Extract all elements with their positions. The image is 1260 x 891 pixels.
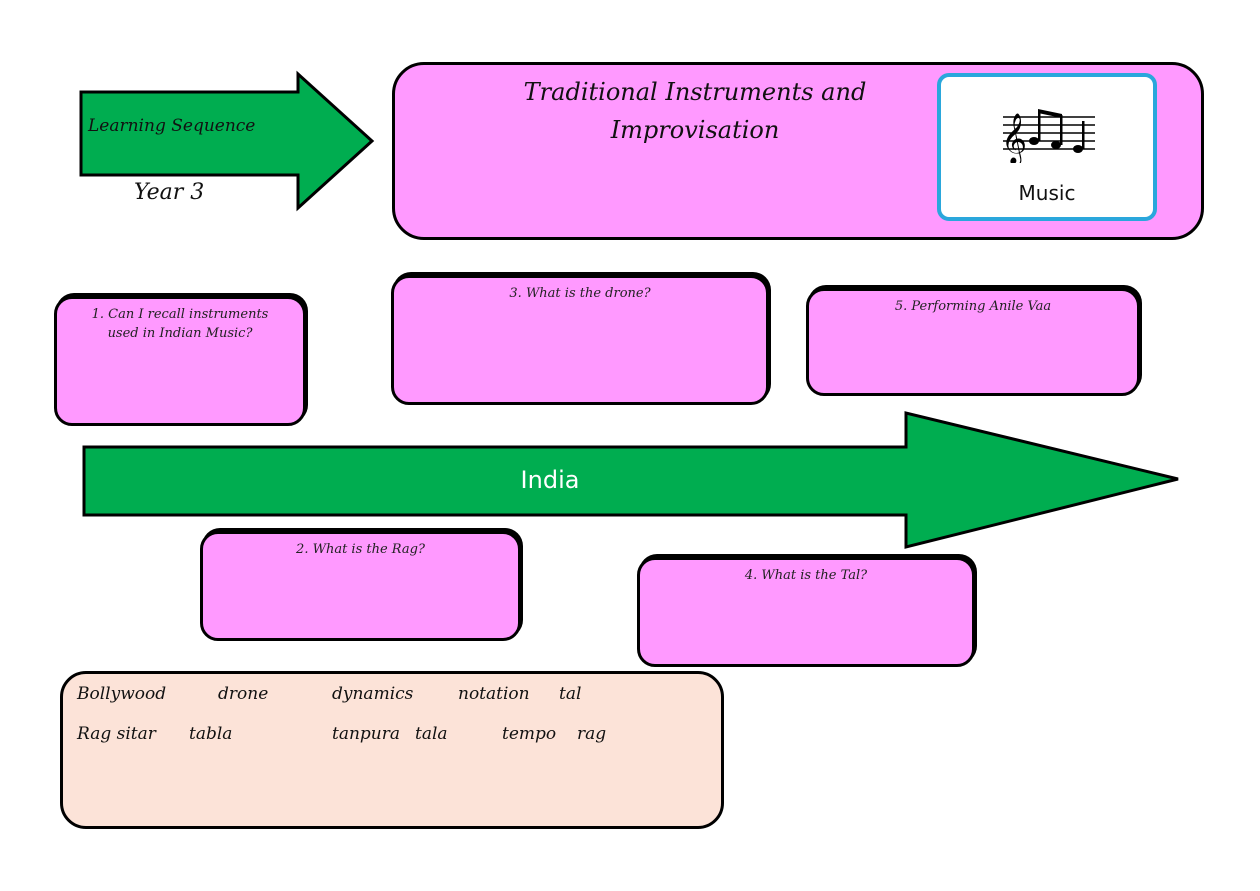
vocab-word: tal: [559, 684, 582, 704]
svg-text:𝄞: 𝄞: [1001, 113, 1027, 163]
lesson-1-line-2: used in Indian Music?: [107, 326, 253, 341]
subject-label: Music: [1018, 181, 1076, 205]
vocab-word: drone: [218, 684, 269, 704]
vocabulary-box: Bollywood drone dynamics notation tal Ra…: [60, 671, 724, 829]
india-timeline-arrow: [82, 411, 1179, 549]
vocab-word: notation: [458, 684, 530, 704]
vocab-word: tempo: [502, 724, 557, 744]
title-panel: Traditional Instruments and Improvisatio…: [392, 62, 1204, 240]
vocab-word: dynamics: [332, 684, 414, 704]
subject-card-music: 𝄞 Music: [937, 73, 1157, 221]
lesson-4-text: 4. What is the Tal?: [744, 568, 868, 583]
lesson-card-5[interactable]: 5. Performing Anile Vaa: [806, 288, 1140, 396]
page-title: Traditional Instruments and Improvisatio…: [395, 73, 995, 149]
vocab-word: tabla: [189, 724, 233, 744]
title-line-1: Traditional Instruments and: [523, 78, 867, 106]
vocab-word: Bollywood: [77, 684, 167, 704]
lesson-card-1[interactable]: 1. Can I recall instruments used in Indi…: [54, 296, 306, 426]
lesson-card-3[interactable]: 3. What is the drone?: [391, 275, 769, 405]
lesson-card-2[interactable]: 2. What is the Rag?: [200, 531, 521, 641]
vocab-word: tala: [415, 724, 448, 744]
vocab-word: Rag sitar: [77, 724, 156, 744]
lesson-1-line-1: 1. Can I recall instruments: [91, 307, 269, 322]
lesson-5-text: 5. Performing Anile Vaa: [894, 299, 1052, 314]
vocab-word: rag: [577, 724, 607, 744]
title-line-2: Improvisation: [610, 116, 780, 144]
lesson-card-4[interactable]: 4. What is the Tal?: [637, 557, 975, 667]
music-notes-icon: 𝄞: [1001, 109, 1095, 163]
year-label: Year 3: [134, 180, 205, 205]
lesson-3-text: 3. What is the drone?: [509, 286, 651, 301]
vocab-word: tanpura: [332, 724, 401, 744]
lesson-2-text: 2. What is the Rag?: [296, 542, 425, 557]
timeline-label: India: [520, 466, 580, 494]
learning-sequence-label: Learning Sequence: [88, 116, 256, 136]
